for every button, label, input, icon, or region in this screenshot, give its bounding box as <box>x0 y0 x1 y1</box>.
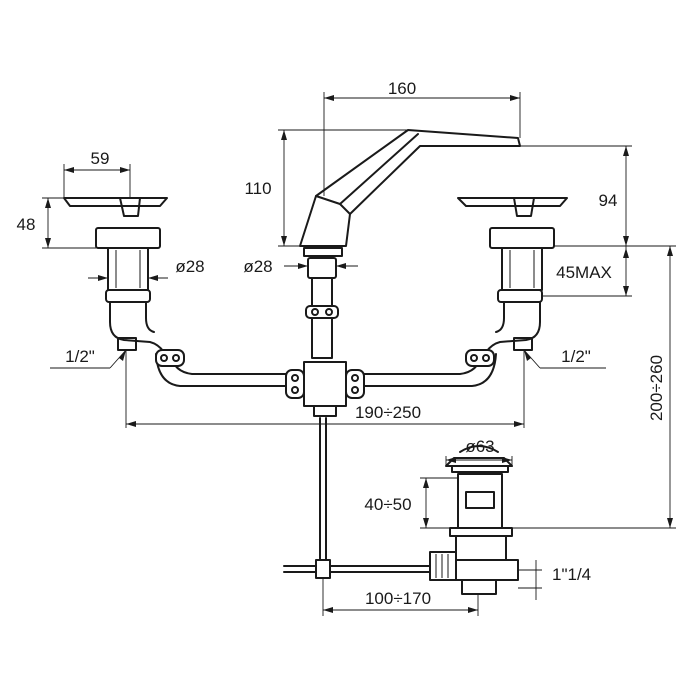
dim-drain-diameter: ø63 <box>465 437 494 456</box>
dim-overall-height: 200÷260 <box>647 355 666 421</box>
popup-drain <box>429 445 519 595</box>
left-handle <box>63 197 168 353</box>
dim-handle-height: 48 <box>17 215 36 234</box>
drain-rod <box>283 417 433 579</box>
dim-rod-reach: 100÷170 <box>365 589 431 608</box>
dim-right-inlet: 1/2" <box>561 347 591 366</box>
dim-deck-thickness-max: 45MAX <box>556 263 612 282</box>
dim-spout-stem-diameter: ø28 <box>243 257 272 276</box>
connection-pipes <box>155 349 497 417</box>
dim-left-stem-diameter: ø28 <box>175 257 204 276</box>
dim-drain-height: 40÷50 <box>364 495 411 514</box>
dim-inlet-spread: 190÷250 <box>355 403 421 422</box>
dim-drain-thread: 1"1/4 <box>552 565 591 584</box>
dimension-lines <box>42 92 676 616</box>
dim-spout-height: 110 <box>244 179 271 198</box>
dim-left-inlet: 1/2" <box>65 347 95 366</box>
dim-spout-reach: 160 <box>388 79 416 98</box>
spout <box>299 129 521 359</box>
dim-spout-offset-height: 94 <box>599 191 618 210</box>
right-handle <box>457 197 568 353</box>
dim-handle-spread: 59 <box>91 149 110 168</box>
